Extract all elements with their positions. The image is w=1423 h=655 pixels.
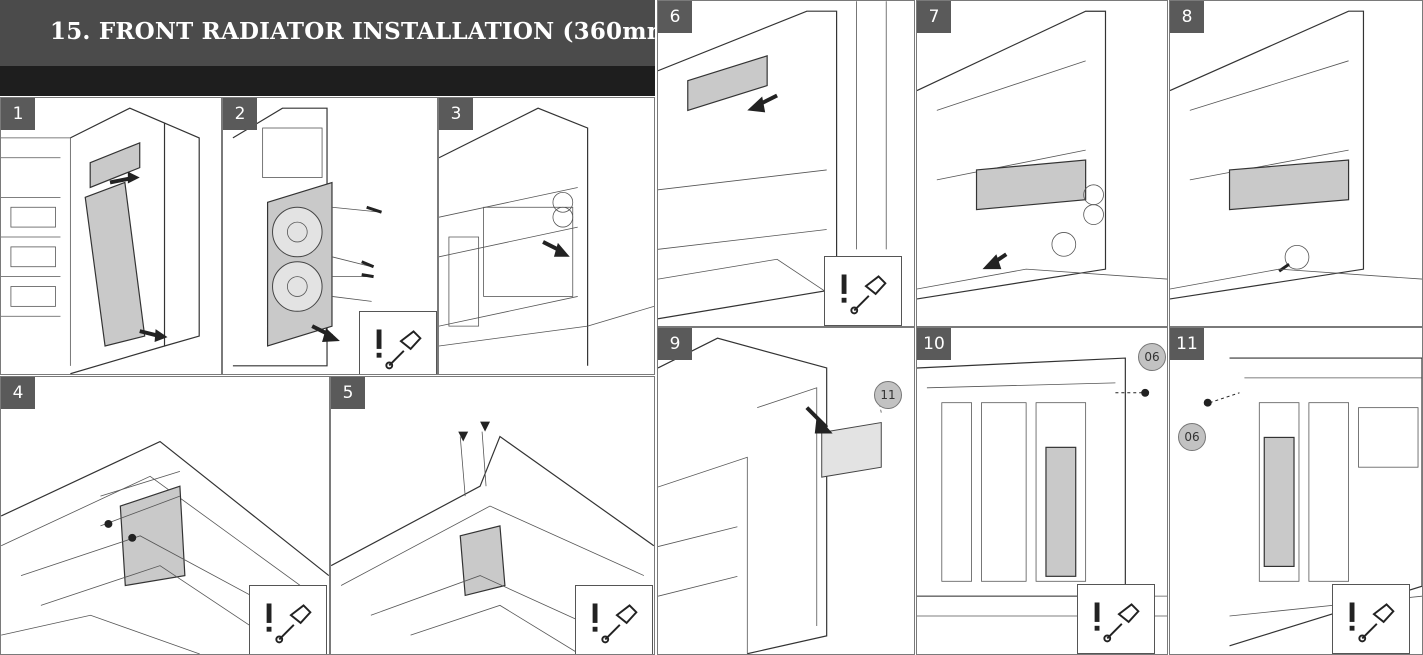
- tool-callout: [1332, 584, 1410, 654]
- screwdriver-icon: [1349, 602, 1395, 643]
- screwdriver-icon: [266, 603, 312, 644]
- step-1-illustration: [1, 107, 200, 374]
- part-callout-06: 06: [1138, 343, 1166, 371]
- step-5-illustration: [331, 421, 654, 654]
- page-title: 15. FRONT RADIATOR INSTALLATION (360mm): [50, 18, 683, 45]
- tool-callout: [1077, 584, 1155, 654]
- step-2-illustration: [232, 107, 382, 367]
- step-number: 8: [1170, 1, 1204, 33]
- step-3-illustration: [439, 107, 654, 366]
- step-number: 3: [439, 98, 473, 130]
- step-number: 6: [658, 1, 692, 33]
- step-number: 9: [658, 328, 692, 360]
- step-4-panel: 4: [0, 376, 330, 655]
- screwdriver-icon: [376, 329, 422, 370]
- step-2-panel: 2: [222, 97, 438, 375]
- step-4-illustration: [1, 440, 329, 654]
- step-number: 4: [1, 377, 35, 409]
- step-7-illustration: [917, 10, 1167, 300]
- screwdriver-icon: [841, 274, 887, 315]
- step-11-panel: 11 06: [1169, 327, 1423, 655]
- step-10-illustration: [917, 357, 1167, 617]
- screwdriver-icon: [1094, 602, 1140, 643]
- step-number: 11: [1170, 328, 1204, 360]
- step-10-panel: 10 06: [916, 327, 1168, 655]
- step-number: 1: [1, 98, 35, 130]
- step-number: 7: [917, 1, 951, 33]
- step-number: 2: [223, 98, 257, 130]
- tool-callout: [824, 256, 902, 326]
- tool-callout: [359, 311, 437, 374]
- step-9-illustration: [658, 337, 882, 654]
- step-3-panel: 3: [438, 97, 655, 375]
- tool-callout: [575, 585, 653, 654]
- screwdriver-icon: [592, 603, 638, 644]
- step-1-panel: 1: [0, 97, 222, 375]
- step-9-panel: 9 11: [657, 327, 915, 655]
- step-8-panel: 8: [1169, 0, 1423, 327]
- title-underbar: [0, 66, 655, 96]
- tool-callout: [249, 585, 327, 654]
- step-5-panel: 5: [330, 376, 655, 655]
- step-number: 10: [917, 328, 951, 360]
- step-8-illustration: [1170, 10, 1422, 300]
- title-band: 15. FRONT RADIATOR INSTALLATION (360mm): [0, 0, 682, 66]
- step-6-illustration: [658, 1, 887, 320]
- part-callout-06: 06: [1178, 423, 1206, 451]
- step-7-panel: 7: [916, 0, 1168, 327]
- part-callout-11: 11: [874, 381, 902, 409]
- step-number: 5: [331, 377, 365, 409]
- step-6-panel: 6: [657, 0, 915, 327]
